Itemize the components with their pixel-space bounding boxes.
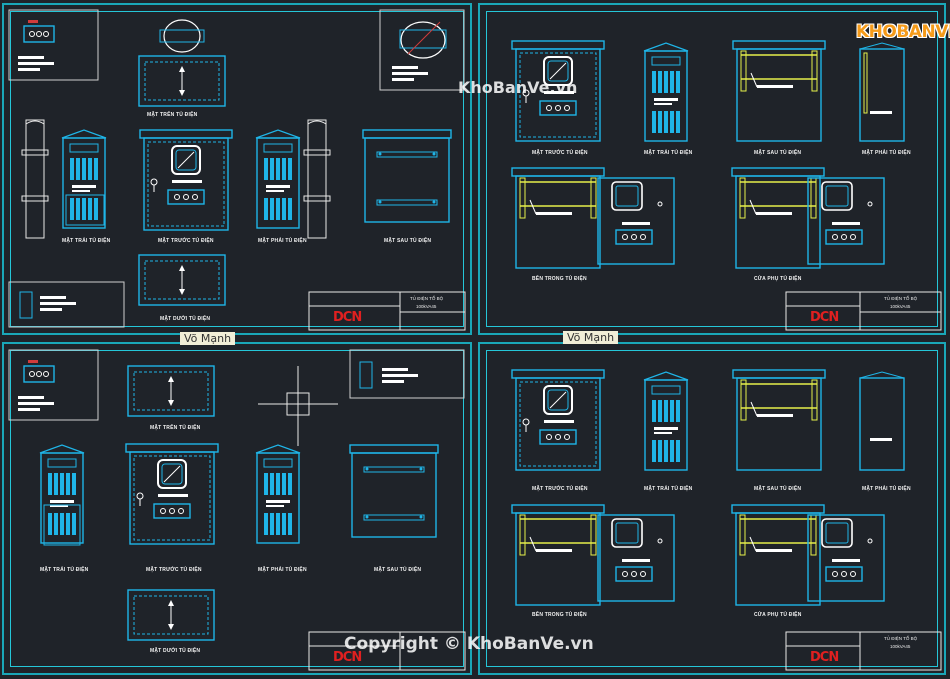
label-s4-inside: BÊN TRONG TỦ ĐIỆN (532, 612, 587, 618)
label-s4-door: CỬA PHỤ TỦ ĐIỆN (754, 612, 802, 618)
label-s1-back: MẶT SAU TỦ ĐIỆN (384, 238, 432, 244)
label-s3-left: MẶT TRÁI TỦ ĐIỆN (40, 567, 89, 573)
sheet-bottom-right (478, 342, 946, 675)
label-s3-bottom: MẶT DƯỚI TỦ ĐIỆN (150, 648, 201, 654)
watermark-center: KhoBanVe.vn (458, 78, 578, 97)
sheet-top-right (478, 3, 946, 335)
label-s2-front: MẶT TRƯỚC TỦ ĐIỆN (532, 150, 588, 156)
logo-dcn-s2: DCN (810, 310, 839, 325)
label-s3-front: MẶT TRƯỚC TỦ ĐIỆN (146, 567, 202, 573)
label-s1-bottom: MẶT DƯỚI TỦ ĐIỆN (160, 316, 211, 322)
label-s4-left: MẶT TRÁI TỦ ĐIỆN (644, 486, 693, 492)
label-s3-right: MẶT PHẢI TỦ ĐIỆN (258, 567, 307, 573)
label-s3-top: MẶT TRÊN TỦ ĐIỆN (150, 425, 201, 431)
label-s2-left: MẶT TRÁI TỦ ĐIỆN (644, 150, 693, 156)
author-tag-left: Võ Mạnh (180, 332, 236, 345)
label-s2-back: MẶT SAU TỦ ĐIỆN (754, 150, 802, 156)
label-s2-right: MẶT PHẢI TỦ ĐIỆN (862, 150, 911, 156)
label-s4-right: MẶT PHẢI TỦ ĐIỆN (862, 486, 911, 492)
label-s1-top: MẶT TRÊN TỦ ĐIỆN (147, 112, 198, 118)
titleblock-s1-sub: 100kVA45 (416, 304, 437, 309)
sheet-top-left (2, 3, 472, 335)
logo-dcn-s4: DCN (810, 650, 839, 665)
titleblock-s1-title: TỦ ĐIỆN TỔ BỘ (410, 296, 444, 301)
label-s1-front: MẶT TRƯỚC TỦ ĐIỆN (158, 238, 214, 244)
logo-dcn-s1: DCN (333, 310, 362, 325)
author-tag-right: Võ Mạnh (563, 331, 619, 344)
label-s4-front: MẶT TRƯỚC TỦ ĐIỆN (532, 486, 588, 492)
titleblock-s4-title: TỦ ĐIỆN TỔ BỘ (884, 636, 918, 641)
label-s2-door: CỬA PHỤ TỦ ĐIỆN (754, 276, 802, 282)
logo-dcn-s3: DCN (333, 650, 362, 665)
label-s2-inside: BÊN TRONG TỦ ĐIỆN (532, 276, 587, 282)
titleblock-s4-sub: 100kVA45 (890, 644, 911, 649)
label-s1-right: MẶT PHẢI TỦ ĐIỆN (258, 238, 307, 244)
label-s4-back: MẶT SAU TỦ ĐIỆN (754, 486, 802, 492)
brand-logo: KHOBANVE (856, 22, 950, 42)
watermark-copyright: Copyright © KhoBanVe.vn (344, 634, 594, 654)
titleblock-s2-sub: 100kVA45 (890, 304, 911, 309)
titleblock-s2-title: TỦ ĐIỆN TỔ BỘ (884, 296, 918, 301)
label-s1-left: MẶT TRÁI TỦ ĐIỆN (62, 238, 111, 244)
label-s3-back: MẶT SAU TỦ ĐIỆN (374, 567, 422, 573)
sheet-bottom-left (2, 342, 472, 675)
